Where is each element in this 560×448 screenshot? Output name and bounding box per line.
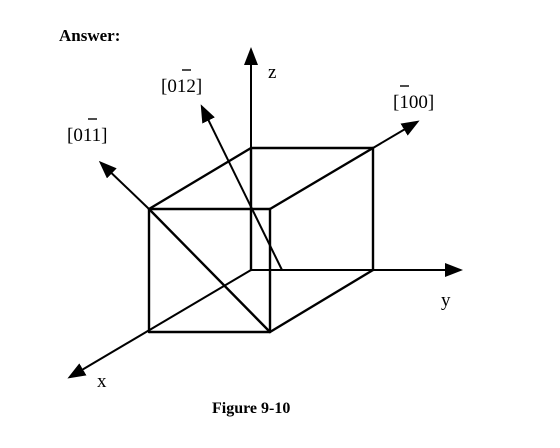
vector-011 (98, 160, 150, 210)
label-011: [011] (67, 118, 107, 146)
x-axis-label: x (97, 371, 107, 392)
cube-edge (147, 146, 253, 211)
figure-caption: Figure 9-10 (212, 400, 290, 417)
svg-text:[100]: [100] (393, 92, 434, 113)
svg-text:[011]: [011] (67, 125, 107, 146)
cube-diagonal (147, 207, 272, 334)
z-axis-label: z (268, 62, 276, 83)
cube-edge (268, 268, 375, 334)
y-axis-label: y (441, 290, 451, 311)
x-axis (67, 269, 252, 379)
label-012: [012] (161, 69, 202, 97)
answer-heading: Answer: (59, 26, 120, 45)
cube-edge (268, 146, 375, 211)
cube (147, 146, 375, 334)
vector-100 (372, 120, 420, 149)
vector-012 (200, 104, 283, 271)
svg-text:[012]: [012] (161, 76, 202, 97)
label-100: [100] (393, 85, 434, 113)
